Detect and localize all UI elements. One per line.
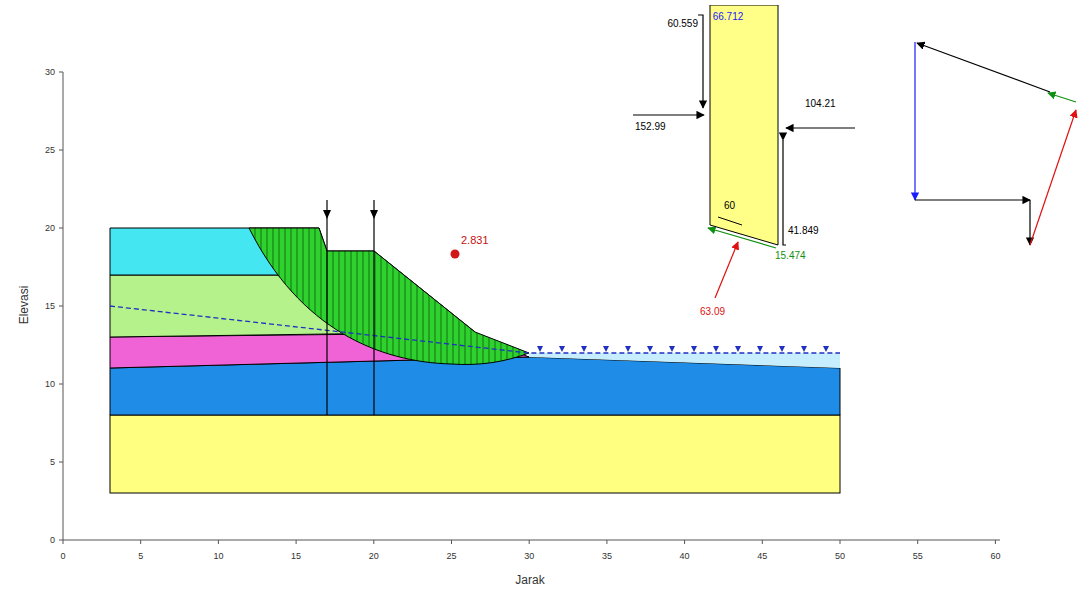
tick-label: 5	[50, 456, 55, 468]
tick-label: 5	[138, 550, 143, 562]
tick-label: 55	[913, 550, 923, 562]
tick-label: 30	[45, 66, 55, 78]
tick-label: 35	[602, 550, 612, 562]
force-value: 41.849	[788, 225, 819, 237]
tick-label: 45	[757, 550, 767, 562]
tick-label: 25	[446, 550, 456, 562]
axis-title: Elevasi	[18, 286, 30, 325]
tick-label: 40	[680, 550, 690, 562]
soil-slice: 66.712 60	[706, 5, 780, 250]
force-value: 15.474	[775, 250, 806, 262]
force-value: 60.559	[667, 18, 698, 30]
tick-label: 60	[990, 550, 1000, 562]
tick-label: 15	[45, 300, 55, 312]
force-value: 66.712	[713, 11, 744, 23]
tick-label: 10	[45, 378, 55, 390]
tick-label: 15	[291, 550, 301, 562]
tick-label: 0	[50, 534, 55, 546]
tick-label: 25	[45, 144, 55, 156]
axis-title: Jarak	[515, 574, 544, 586]
tick-label: 20	[369, 550, 379, 562]
factor-of-safety: 2.831	[461, 234, 489, 246]
tick-label: 10	[213, 550, 223, 562]
force-value: 63.09	[700, 306, 725, 318]
force-value: 60	[724, 200, 735, 212]
tick-label: 30	[524, 550, 534, 562]
tick-label: 20	[45, 222, 55, 234]
slice-outline	[706, 5, 780, 250]
tick-label: 50	[835, 550, 845, 562]
force-value: 152.99	[635, 121, 666, 133]
tick-label: 0	[60, 550, 65, 562]
force-value: 104.21	[805, 98, 836, 110]
